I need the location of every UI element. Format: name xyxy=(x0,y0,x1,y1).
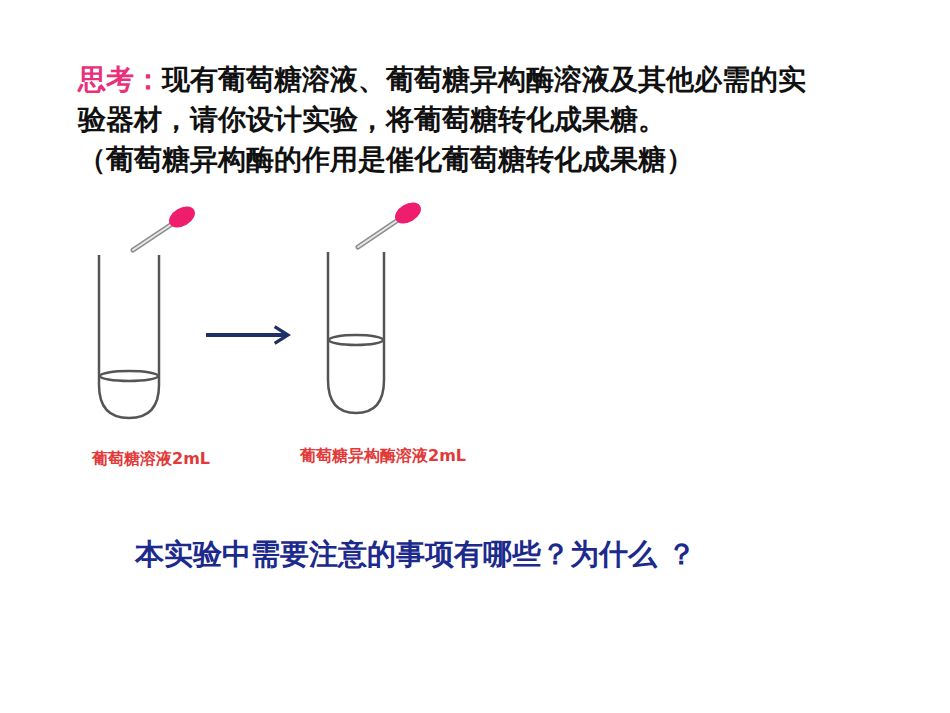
tube-group: 葡萄糖溶液2mL xyxy=(92,200,214,470)
prompt-note: （葡萄糖异构酶的作用是催化葡萄糖转化成果糖） xyxy=(78,140,818,180)
prompt-heading: 思考： xyxy=(78,63,162,96)
liquid-surface xyxy=(329,335,383,345)
dropper-tube xyxy=(358,220,398,247)
prompt-text: 现有葡萄糖溶液、葡萄糖异构酶溶液及其他必需的实验器材，请你设计实验，将葡萄糖转化… xyxy=(78,63,806,136)
liquid-surface xyxy=(100,371,158,381)
tube-label: 葡萄糖溶液2mL xyxy=(92,449,210,470)
dropper-tube xyxy=(358,220,398,247)
tube-label: 葡萄糖异构酶溶液2mL xyxy=(300,446,466,467)
question-text: 本实验中需要注意的事项有哪些？为什么 ？ xyxy=(135,535,696,575)
dropper-tube xyxy=(133,224,172,250)
process-arrow xyxy=(206,333,288,337)
dropper-bulb xyxy=(165,202,198,232)
dropper-bulb xyxy=(391,198,424,228)
prompt-paragraph: 思考：现有葡萄糖溶液、葡萄糖异构酶溶液及其他必需的实验器材，请你设计实验，将葡萄… xyxy=(78,60,818,180)
test-tube xyxy=(328,252,384,413)
test-tube xyxy=(99,255,159,418)
dropper-tube xyxy=(133,224,172,250)
tube-group: 葡萄糖异构酶溶液2mL xyxy=(300,200,470,467)
